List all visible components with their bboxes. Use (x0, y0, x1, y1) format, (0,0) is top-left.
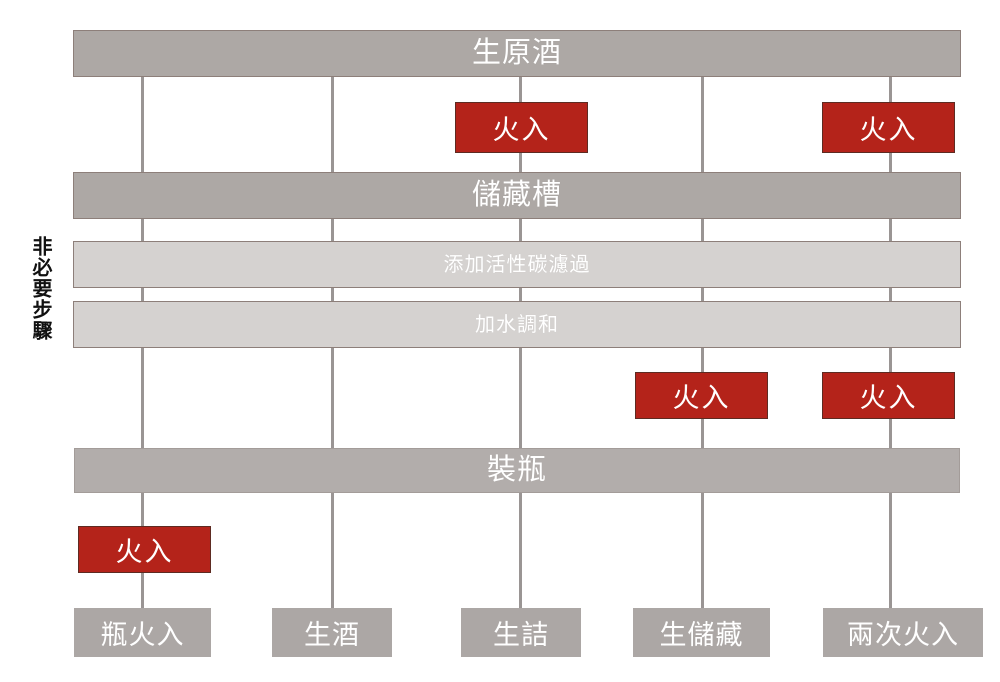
hiire-label: 火入 (859, 115, 918, 145)
outcome-label: 瓶火入 (100, 620, 185, 650)
hiire-box-col4-lower: 火入 (635, 372, 768, 419)
connector-line-col-4 (701, 77, 704, 648)
outcome-label: 兩次火入 (847, 620, 959, 650)
stage-bar-water-dilution: 加水調和 (73, 301, 961, 348)
outcome-label: 生儲藏 (659, 620, 744, 650)
hiire-label: 火入 (492, 115, 551, 145)
stage-bar-namagenshu: 生原酒 (73, 30, 961, 77)
hiire-box-col5-lower: 火入 (822, 372, 955, 419)
stage-label-bottling: 裝瓶 (486, 454, 547, 486)
connector-line-col-1 (141, 77, 144, 648)
outcome-box-niji-hiire: 兩次火入 (823, 608, 983, 657)
optional-steps-annotation: 非必要步驟 (29, 236, 51, 341)
stage-label-chozoso: 儲藏槽 (471, 179, 562, 211)
connector-line-col-5 (889, 77, 892, 648)
hiire-label: 火入 (672, 383, 731, 413)
stage-bar-chozoso: 儲藏槽 (73, 172, 961, 219)
stage-label-carbon-filtration: 添加活性碳濾過 (443, 253, 591, 276)
hiire-box-col5-upper: 火入 (822, 102, 955, 153)
connector-line-col-3 (519, 77, 522, 648)
stage-label-namagenshu: 生原酒 (471, 37, 562, 69)
outcome-label: 生酒 (304, 620, 360, 650)
hiire-label: 火入 (115, 537, 174, 567)
outcome-label: 生詰 (493, 620, 549, 650)
hiire-label: 火入 (859, 383, 918, 413)
hiire-box-col3-upper: 火入 (455, 102, 588, 153)
outcome-box-namachozo: 生儲藏 (633, 608, 770, 657)
outcome-box-namazake: 生酒 (272, 608, 392, 657)
connector-line-col-2 (331, 77, 334, 648)
outcome-box-namazume: 生詰 (461, 608, 581, 657)
stage-bar-carbon-filtration: 添加活性碳濾過 (73, 241, 961, 288)
stage-label-water-dilution: 加水調和 (475, 313, 559, 336)
hiire-box-col1-bottle: 火入 (78, 526, 211, 573)
outcome-box-bin-hiire: 瓶火入 (74, 608, 211, 657)
stage-bar-bottling: 裝瓶 (74, 448, 960, 493)
